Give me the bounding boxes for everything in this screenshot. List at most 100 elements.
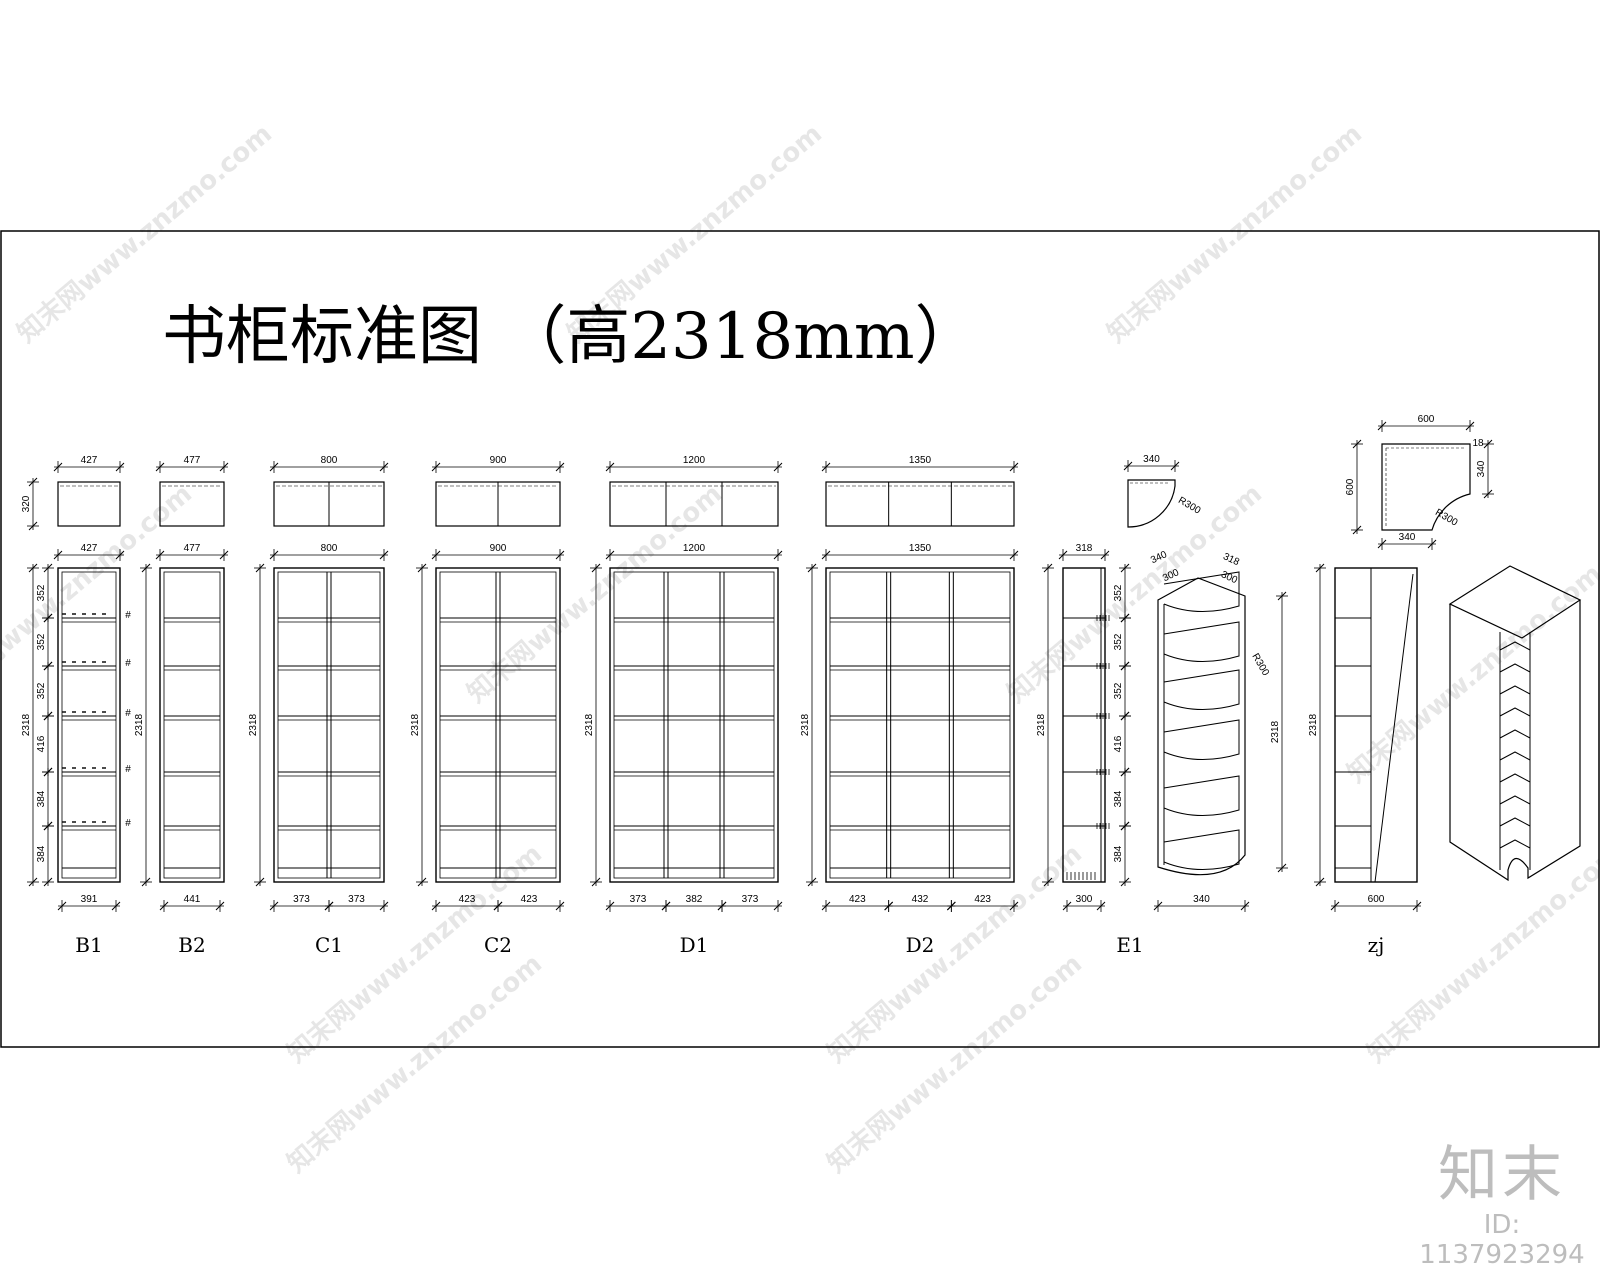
dim-tick [1377, 421, 1387, 431]
iso-dim-E1: 300 [1219, 569, 1239, 586]
front-width-dim-C2: 900 [490, 543, 507, 554]
cabinet-label-zj: zj [1368, 933, 1385, 957]
dim-tick [1096, 901, 1106, 911]
front-inner-D2 [829, 571, 1011, 879]
front-frame-E1 [1062, 567, 1106, 883]
dim-tick [43, 821, 53, 831]
height-dim-zj: 2318 [1308, 713, 1319, 736]
height-dim-E1: 2318 [1036, 713, 1047, 736]
dim-tick [379, 550, 389, 560]
front-width-dim-B1: 427 [81, 543, 98, 554]
dim-tick [57, 901, 67, 911]
front-width-dim-D1: 1200 [683, 543, 706, 554]
front-frame-B1 [57, 567, 121, 883]
bottom-seg-dim-C1: 373 [348, 894, 365, 905]
drawing-title: 书柜标准图 （高2318mm） [162, 300, 979, 374]
dim-tick [1352, 439, 1362, 449]
dim-tick [1277, 863, 1287, 873]
radius-label-zj: R300 [1433, 507, 1460, 529]
shelf-dim-B1: 416 [36, 735, 47, 752]
dim-tick [1352, 525, 1362, 535]
dim-tick [255, 563, 265, 573]
shelf-dim-E1: 416 [1113, 735, 1124, 752]
zj-iso-shelf [1499, 751, 1531, 761]
top-width-dim-C2: 900 [490, 455, 507, 466]
top-plan-B1 [57, 481, 121, 527]
height-dim-E1-iso: 2318 [1270, 720, 1281, 743]
dim-tick [1120, 563, 1130, 573]
dim-tick [28, 563, 38, 573]
watermark-text: 知末网www.znzmo.com [1362, 839, 1600, 1069]
zj-iso-shelf [1499, 839, 1531, 849]
dim-tick [1058, 550, 1068, 560]
shelf-dim-E1: 352 [1113, 682, 1124, 699]
dim-tick [155, 550, 165, 560]
dim-tick [1043, 877, 1053, 887]
zj-iso-shelf [1499, 707, 1531, 717]
bottom-width-dim-E1: 300 [1076, 894, 1093, 905]
pin-mark: # [125, 764, 131, 775]
dim-tick [946, 901, 956, 911]
dim-tick [1483, 489, 1493, 499]
top-plan-D1 [609, 481, 779, 527]
dim-tick [28, 877, 38, 887]
dim-tick [773, 462, 783, 472]
dim-tick [591, 877, 601, 887]
e1-iso-shelf [1163, 621, 1240, 663]
dim-tick [1170, 461, 1180, 471]
dim-tick [43, 767, 53, 777]
iso-dim-E1: 318 [1221, 551, 1241, 568]
height-dim-C2: 2318 [410, 713, 421, 736]
cabinet-label-D2: D2 [906, 933, 935, 957]
shelf-dim-E1: 384 [1113, 790, 1124, 807]
dim-tick [324, 901, 334, 911]
watermark-text: 知末网www.znzmo.com [822, 949, 1088, 1179]
dim-tick [605, 462, 615, 472]
cabinet-label-B1: B1 [75, 933, 102, 957]
front-inner-B1 [61, 571, 117, 879]
e1-iso-shelf [1163, 719, 1240, 761]
top-depth-dim-zj: 600 [1345, 478, 1356, 495]
shelf-dim-E1: 352 [1113, 633, 1124, 650]
dim-tick [773, 901, 783, 911]
dim-tick [1009, 550, 1019, 560]
shelf-dim-B1: 352 [36, 682, 47, 699]
dim-tick [379, 462, 389, 472]
brand-mark: 知末 ID: 1137923294 [1407, 1140, 1597, 1270]
cabinet-label-C2: C2 [484, 933, 512, 957]
e1-iso-shelf [1163, 829, 1240, 871]
top-width-dim-C1: 800 [321, 455, 338, 466]
dim-tick [1315, 877, 1325, 887]
dim-tick [493, 901, 503, 911]
dim-tick [1330, 901, 1340, 911]
dim-tick [417, 563, 427, 573]
front-width-dim-E1: 318 [1076, 543, 1093, 554]
dim-tick [219, 462, 229, 472]
zj-iso-shelf [1499, 641, 1531, 651]
front-inner-C2 [439, 571, 557, 879]
dim-tick [717, 901, 727, 911]
front-inner-D1 [613, 571, 775, 879]
dim-tick [219, 550, 229, 560]
dim-tick [1120, 661, 1130, 671]
top-width-dim-B1: 427 [81, 455, 98, 466]
brand-logo: 知末 [1438, 1140, 1566, 1210]
height-dim-C1: 2318 [248, 713, 259, 736]
shelf-dim-E1: 384 [1113, 845, 1124, 862]
dim-tick [269, 550, 279, 560]
shelf-dim-B1: 352 [36, 633, 47, 650]
bottom-seg-dim-D2: 423 [974, 894, 991, 905]
dim-tick [807, 563, 817, 573]
cabinet-label-D1: D1 [680, 933, 709, 957]
front-inner-B2 [163, 571, 221, 879]
dim-tick [1315, 563, 1325, 573]
dim-tick [1009, 462, 1019, 472]
front-frame-B2 [159, 567, 225, 883]
zj-iso-shelf [1499, 729, 1531, 739]
dim-tick [115, 550, 125, 560]
bottom-width-dim-zj: 600 [1368, 894, 1385, 905]
dim-tick [1153, 901, 1163, 911]
dim-tick [821, 462, 831, 472]
dim-tick [141, 877, 151, 887]
